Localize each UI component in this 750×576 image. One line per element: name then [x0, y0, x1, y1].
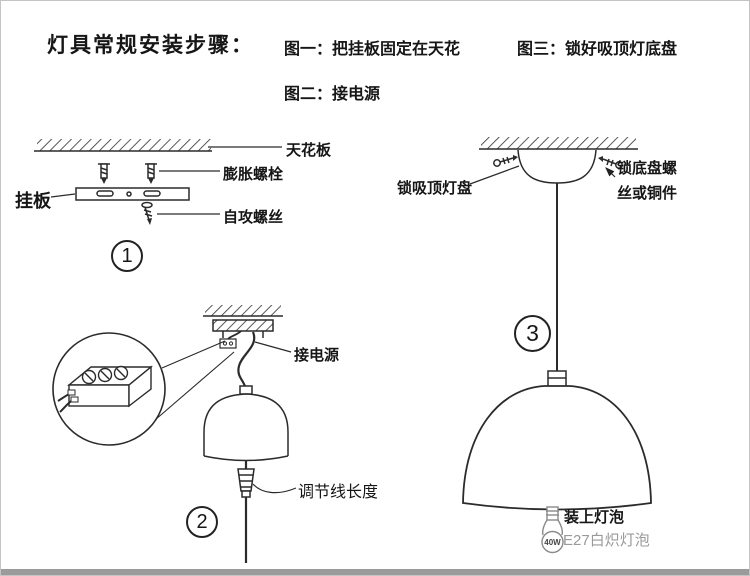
side-screw-right-icon [598, 156, 623, 169]
ceiling-canopy [517, 149, 597, 184]
expansion-bolt-icon [98, 163, 157, 184]
power-cord [237, 331, 256, 391]
page-title: 灯具常规安装步骤： [47, 34, 254, 57]
step-number-1: 1 [111, 240, 143, 272]
ceiling-hatch-small [205, 305, 281, 316]
fig1-drawing [34, 139, 282, 225]
leader-canopy-label [469, 165, 520, 185]
caption-fig1: 图一：把挂板固定在天花 [284, 41, 461, 58]
dome-shade [462, 385, 652, 511]
leader-basescrew-label [605, 167, 616, 178]
connect-power-label: 接电源 [294, 347, 340, 364]
leader-power [254, 341, 292, 353]
fixed-plate [212, 319, 274, 332]
leader-plate [50, 193, 76, 198]
mounting-plate [75, 187, 190, 201]
self-tapping-screw-label: 自攻螺丝 [223, 209, 284, 226]
ceiling-label: 天花板 [286, 142, 332, 159]
caption-fig3: 图三：锁好吸顶灯底盘 [517, 41, 678, 58]
hanging-plate-label: 挂板 [15, 191, 51, 211]
cord-grip-icon [237, 468, 255, 498]
lock-canopy-label: 锁吸顶灯盘 [397, 180, 473, 197]
side-screw-left-icon [493, 155, 518, 167]
step-number-2: 2 [186, 506, 218, 538]
leader-cord [252, 483, 297, 494]
ceiling-hatch [37, 139, 211, 151]
bulb-icon [541, 506, 564, 554]
ceiling-hatch-right [481, 137, 636, 149]
fig2-drawing [52, 305, 297, 563]
expansion-bolt-label: 膨胀螺栓 [223, 166, 284, 183]
bulb-type-label: E27白炽灯泡 [563, 532, 650, 549]
fig3-drawing [462, 137, 652, 511]
self-tapping-screw-icon [141, 201, 153, 225]
caption-fig2: 图二：接电源 [284, 86, 381, 103]
bulb-wattage-label: 40W [544, 538, 561, 547]
adjust-cord-label: 调节线长度 [298, 484, 379, 501]
step-number-3: 3 [514, 315, 551, 352]
lock-base-screw-label: 锁底盘螺丝或铜件 [617, 160, 678, 202]
scene-connector [219, 338, 237, 349]
bottom-border-bar [1, 569, 749, 575]
canopy-icon [203, 385, 289, 462]
terminal-block-icon [57, 365, 153, 413]
install-bulb-label: 装上灯泡 [564, 509, 625, 526]
